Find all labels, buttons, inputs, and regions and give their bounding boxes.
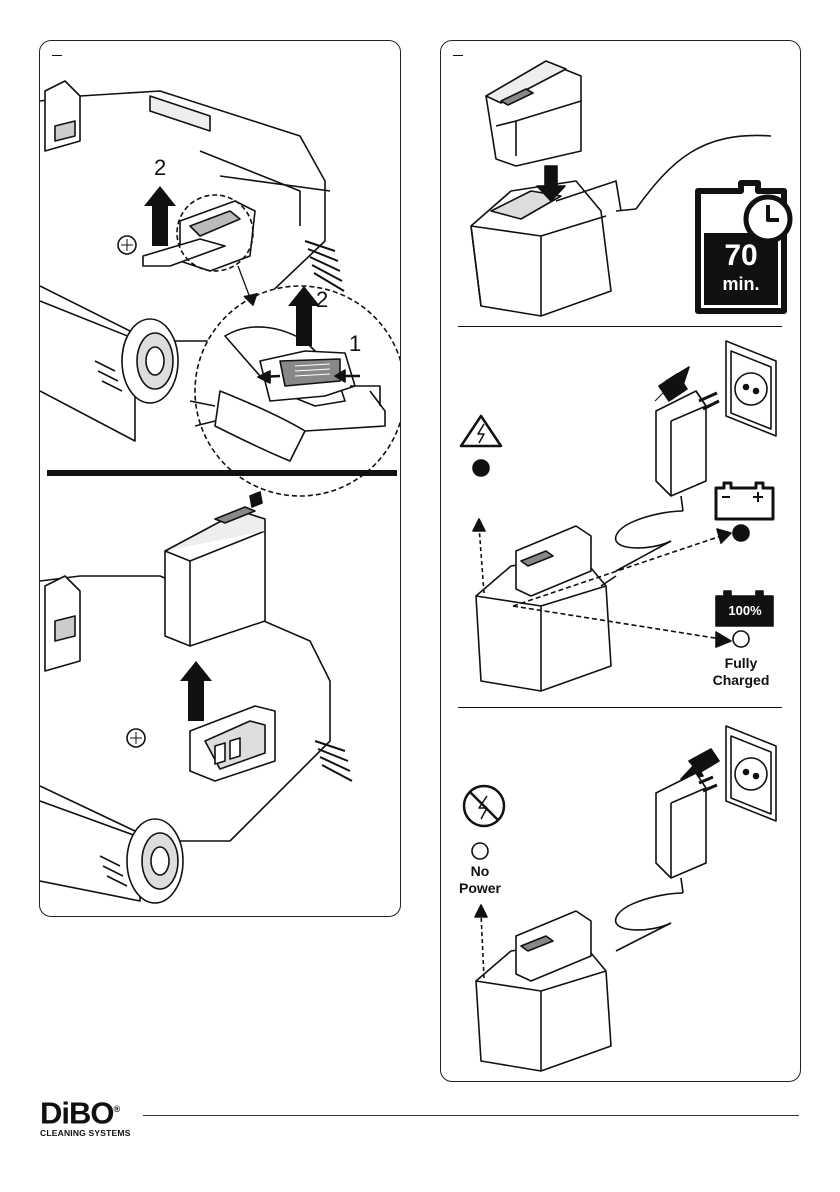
charging-panel: 70 min. 100% Fully Charged No Power bbox=[440, 40, 801, 1082]
dibo-logo: DiBO® CLEANING SYSTEMS bbox=[40, 1094, 131, 1138]
section-divider bbox=[458, 326, 782, 327]
battery-removal-illustration bbox=[40, 41, 400, 916]
charge-time-value: 70 bbox=[707, 241, 775, 271]
charging-illustration bbox=[441, 41, 800, 1081]
step-number-1-press: 1 bbox=[349, 331, 361, 357]
step-number-2-zoom: 2 bbox=[316, 287, 328, 313]
battery-removal-panel: 2 2 1 bbox=[39, 40, 401, 917]
footer-rule bbox=[143, 1115, 799, 1116]
full-battery-percent: 100% bbox=[717, 601, 773, 621]
fully-charged-label-line2: Charged bbox=[697, 672, 785, 689]
brand-tagline: CLEANING SYSTEMS bbox=[40, 1128, 131, 1138]
no-power-label-line1: No bbox=[441, 863, 519, 880]
brand-name: DiBO bbox=[40, 1095, 114, 1130]
section-divider bbox=[47, 470, 397, 476]
step-number-2-top: 2 bbox=[154, 155, 166, 181]
fully-charged-label-line1: Fully bbox=[697, 655, 785, 672]
charge-time-unit: min. bbox=[707, 274, 775, 294]
section-divider bbox=[458, 707, 782, 708]
brand-registered: ® bbox=[114, 1104, 120, 1114]
no-power-label-line2: Power bbox=[441, 880, 519, 897]
